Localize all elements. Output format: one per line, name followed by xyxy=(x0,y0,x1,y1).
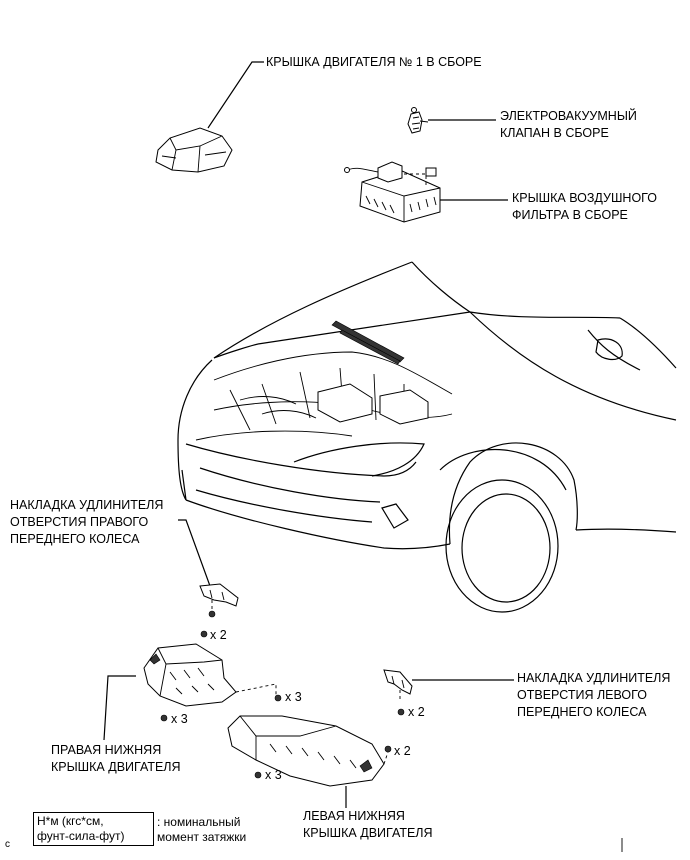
engine-cover-leader xyxy=(207,61,264,129)
torque-legend-line2: фунт-сила-фут) xyxy=(37,829,125,843)
left-under-cover-label: ЛЕВАЯ НИЖНЯЯ КРЫШКА ДВИГАТЕЛЯ xyxy=(303,808,433,842)
right-under-cover-leader xyxy=(103,675,136,741)
right-trim-bolt xyxy=(200,610,216,638)
right-trim-part xyxy=(199,583,239,607)
air-filter-cap-label: КРЫШКА ВОЗДУШНОГО ФИЛЬТРА В СБОРЕ xyxy=(512,190,657,224)
air-filter-cap-label-line2: ФИЛЬТРА В СБОРЕ xyxy=(512,208,628,222)
car-body xyxy=(177,261,677,613)
right-under-cover-label-line2: КРЫШКА ДВИГАТЕЛЯ xyxy=(51,760,181,774)
torque-legend-line1: Н*м (кгс*см, xyxy=(37,814,104,828)
right-trim-label-line2: ОТВЕРСТИЯ ПРАВОГО xyxy=(10,515,149,529)
right-trim-bolt-qty: x 2 xyxy=(210,628,227,642)
right-trim-label-line1: НАКЛАДКА УДЛИНИТЕЛЯ xyxy=(10,498,164,512)
left-trim-label-line3: ПЕРЕДНЕГО КОЛЕСА xyxy=(517,705,647,719)
right-trim-label: НАКЛАДКА УДЛИНИТЕЛЯ ОТВЕРСТИЯ ПРАВОГО ПЕ… xyxy=(10,497,163,548)
right-cover-bolt-qty-top: x 3 xyxy=(285,690,302,704)
vacuum-valve-label-line2: КЛАПАН В СБОРЕ xyxy=(500,126,609,140)
air-filter-cap-label-line1: КРЫШКА ВОЗДУШНОГО xyxy=(512,191,657,205)
left-trim-label-line2: ОТВЕРСТИЯ ЛЕВОГО xyxy=(517,688,647,702)
engine-cover-part xyxy=(155,127,233,173)
left-trim-bolt-qty: x 2 xyxy=(408,705,425,719)
torque-legend-desc-line1: : номинальный xyxy=(157,815,241,829)
left-trim-label: НАКЛАДКА УДЛИНИТЕЛЯ ОТВЕРСТИЯ ЛЕВОГО ПЕР… xyxy=(517,670,670,721)
left-trim-label-line1: НАКЛАДКА УДЛИНИТЕЛЯ xyxy=(517,671,671,685)
left-under-cover-part xyxy=(227,715,385,787)
torque-legend-desc-line2: момент затяжки xyxy=(157,830,247,844)
left-cover-bolt-qty-right: x 2 xyxy=(394,744,411,758)
air-filter-cap-part xyxy=(344,161,441,223)
right-under-cover-label-line1: ПРАВАЯ НИЖНЯЯ xyxy=(51,743,162,757)
right-trim-label-line3: ПЕРЕДНЕГО КОЛЕСА xyxy=(10,532,140,546)
left-trim-bolt xyxy=(397,708,405,716)
left-cover-bolt-qty-bottom: x 3 xyxy=(265,768,282,782)
vacuum-valve-label-line1: ЭЛЕКТРОВАКУУМНЫЙ xyxy=(500,109,637,123)
right-under-cover-part xyxy=(143,643,237,707)
torque-legend-description: : номинальный момент затяжки xyxy=(157,815,246,845)
right-trim-leader xyxy=(178,519,211,587)
left-trim-part xyxy=(383,669,413,695)
right-cover-bolts xyxy=(160,694,282,722)
vacuum-valve-label: ЭЛЕКТРОВАКУУМНЫЙ КЛАПАН В СБОРЕ xyxy=(500,108,637,142)
vacuum-valve-part xyxy=(407,107,429,134)
torque-legend-box: Н*м (кгс*см, фунт-сила-фут) xyxy=(33,812,154,846)
engine-cover-label: КРЫШКА ДВИГАТЕЛЯ № 1 В СБОРЕ xyxy=(266,55,482,69)
left-under-cover-label-line1: ЛЕВАЯ НИЖНЯЯ xyxy=(303,809,405,823)
right-cover-bolt-qty-bottom: x 3 xyxy=(171,712,188,726)
right-under-cover-label: ПРАВАЯ НИЖНЯЯ КРЫШКА ДВИГАТЕЛЯ xyxy=(51,742,181,776)
left-cover-bolts xyxy=(254,745,392,779)
corner-mark: c xyxy=(5,839,10,850)
left-under-cover-label-line2: КРЫШКА ДВИГАТЕЛЯ xyxy=(303,826,433,840)
